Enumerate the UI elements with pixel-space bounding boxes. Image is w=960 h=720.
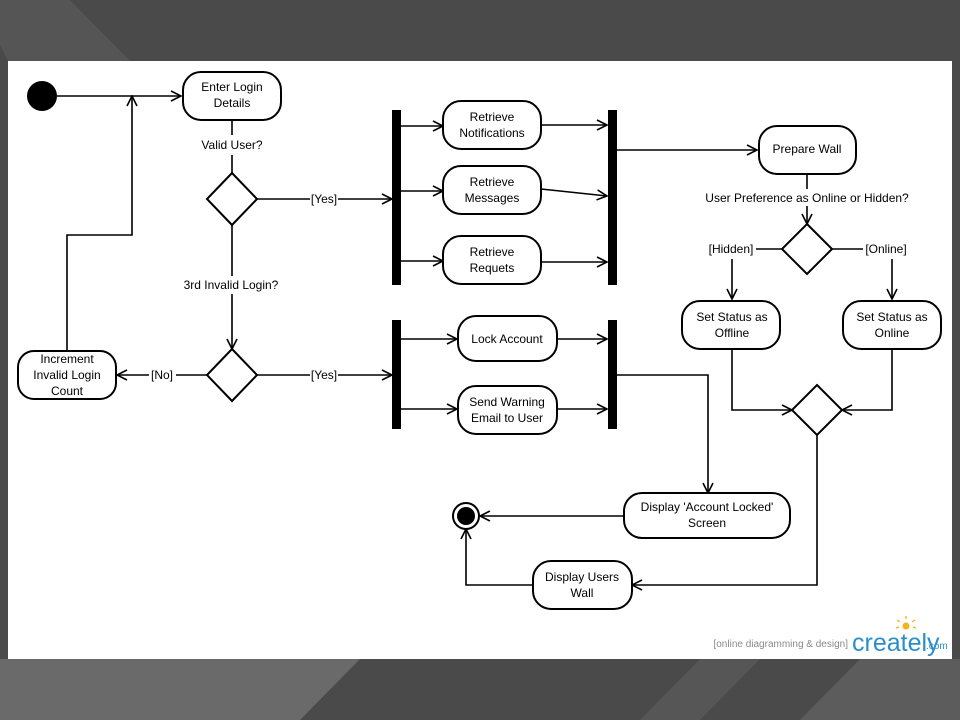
edge-join2-to-locked	[617, 374, 708, 493]
action-enter-login: Enter Login Details	[182, 71, 282, 121]
action-increment-line3: Count	[51, 384, 84, 398]
action-send-warning-line2: Email to User	[471, 411, 543, 425]
watermark-tagline: [online diagramming & design]	[713, 639, 848, 650]
action-retrieve-requests: Retrieve Requets	[442, 235, 542, 285]
action-increment-line2: Invalid Login	[33, 368, 100, 382]
action-retrieve-notifications: Retrieve Notifications	[442, 100, 542, 150]
edge-wall-display-to-end	[466, 529, 532, 586]
action-retrieve-messages-line1: Retrieve	[470, 175, 515, 189]
edge-msg-to-join	[540, 188, 607, 196]
creately-watermark: [online diagramming & design] creately .…	[713, 616, 948, 657]
action-increment-line1: Increment	[40, 352, 94, 366]
action-enter-login-line1: Enter Login	[201, 80, 262, 94]
diagram-canvas: Enter Login Details Increment Invalid Lo…	[8, 61, 952, 659]
action-prepare-wall-line1: Prepare Wall	[773, 142, 842, 156]
join-bar-1	[608, 110, 617, 285]
action-display-wall-line2: Wall	[571, 586, 594, 600]
label-no: [No]	[151, 368, 173, 382]
action-retrieve-notifications-line1: Retrieve	[470, 110, 515, 124]
action-set-online-line1: Set Status as	[856, 310, 927, 324]
action-prepare-wall: Prepare Wall	[758, 125, 857, 175]
fork-bar-1	[392, 110, 401, 285]
action-send-warning: Send Warning Email to User	[457, 385, 558, 435]
edge-increment-to-login	[66, 96, 132, 350]
edge-offline-to-merge	[731, 349, 792, 410]
watermark-brand: creately	[852, 629, 940, 657]
action-set-online-line2: Online	[875, 326, 910, 340]
edge-merge-to-wall-display	[632, 435, 818, 585]
decision-preference	[780, 222, 834, 276]
action-set-offline: Set Status as Offline	[681, 300, 781, 350]
join-bar-2	[608, 320, 617, 429]
activity-diagram: Enter Login Details Increment Invalid Lo…	[17, 71, 948, 657]
action-increment: Increment Invalid Login Count	[17, 350, 117, 400]
action-display-locked: Display 'Account Locked' Screen	[623, 492, 791, 539]
action-set-offline-line1: Set Status as	[696, 310, 767, 324]
label-user-preference: User Preference as Online or Hidden?	[705, 191, 909, 205]
label-online: [Online]	[865, 242, 906, 256]
label-3rd-invalid: 3rd Invalid Login?	[184, 278, 279, 292]
label-yes-1: [Yes]	[311, 192, 337, 206]
decision-valid-user	[205, 171, 259, 227]
label-yes-2: [Yes]	[311, 368, 337, 382]
edges	[57, 96, 892, 585]
action-retrieve-messages-line2: Messages	[465, 191, 520, 205]
action-display-locked-line1: Display 'Account Locked'	[641, 500, 774, 514]
action-lock-account: Lock Account	[457, 315, 558, 362]
label-valid-user: Valid User?	[201, 138, 262, 152]
initial-node	[27, 81, 57, 111]
action-retrieve-messages: Retrieve Messages	[442, 165, 542, 215]
action-display-wall: Display Users Wall	[532, 560, 633, 610]
edge-online-to-merge	[842, 349, 893, 410]
final-node	[452, 502, 480, 530]
action-retrieve-notifications-line2: Notifications	[459, 126, 524, 140]
action-lock-account-line1: Lock Account	[471, 332, 543, 346]
action-retrieve-requests-line2: Requets	[470, 261, 515, 275]
watermark-suffix: .com	[926, 641, 948, 652]
action-send-warning-line1: Send Warning	[469, 395, 545, 409]
merge-node	[790, 383, 844, 437]
action-set-online: Set Status as Online	[842, 300, 942, 350]
sun-logo-icon	[895, 616, 917, 630]
action-enter-login-line2: Details	[214, 96, 251, 110]
fork-bar-2	[392, 320, 401, 429]
action-set-offline-line2: Offline	[715, 326, 750, 340]
label-hidden: [Hidden]	[709, 242, 754, 256]
action-display-locked-line2: Screen	[688, 516, 726, 530]
action-display-wall-line1: Display Users	[545, 570, 619, 584]
action-retrieve-requests-line1: Retrieve	[470, 245, 515, 259]
decision-invalid-login	[205, 347, 259, 403]
